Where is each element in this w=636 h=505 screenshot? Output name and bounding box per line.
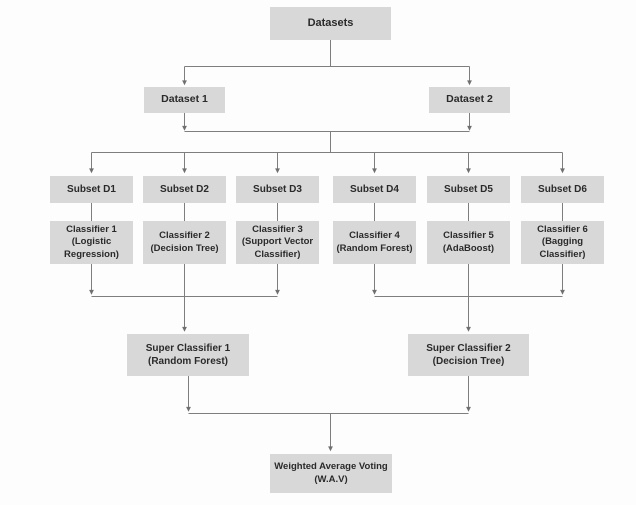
node-super-classifier-1: Super Classifier 1 (Random Forest) — [127, 334, 249, 376]
node-classifier-6: Classifier 6 (Bagging Classifier) — [521, 221, 604, 264]
node-super-classifier-2: Super Classifier 2 (Decision Tree) — [408, 334, 529, 376]
node-subset-d1: Subset D1 — [50, 176, 133, 203]
node-classifier-4: Classifier 4 (Random Forest) — [333, 221, 416, 264]
node-subset-d4: Subset D4 — [333, 176, 416, 203]
node-classifier-2: Classifier 2 (Decision Tree) — [143, 221, 226, 264]
node-subset-d6: Subset D6 — [521, 176, 604, 203]
node-subset-d2: Subset D2 — [143, 176, 226, 203]
node-weighted-average-voting: Weighted Average Voting (W.A.V) — [270, 454, 392, 493]
node-subset-d3: Subset D3 — [236, 176, 319, 203]
node-subset-d5: Subset D5 — [427, 176, 510, 203]
node-classifier-1: Classifier 1 (Logistic Regression) — [50, 221, 133, 264]
node-classifier-3: Classifier 3 (Support Vector Classifier) — [236, 221, 319, 264]
node-datasets: Datasets — [270, 7, 391, 40]
node-dataset-1: Dataset 1 — [144, 87, 225, 113]
node-classifier-5: Classifier 5 (AdaBoost) — [427, 221, 510, 264]
node-dataset-2: Dataset 2 — [429, 87, 510, 113]
